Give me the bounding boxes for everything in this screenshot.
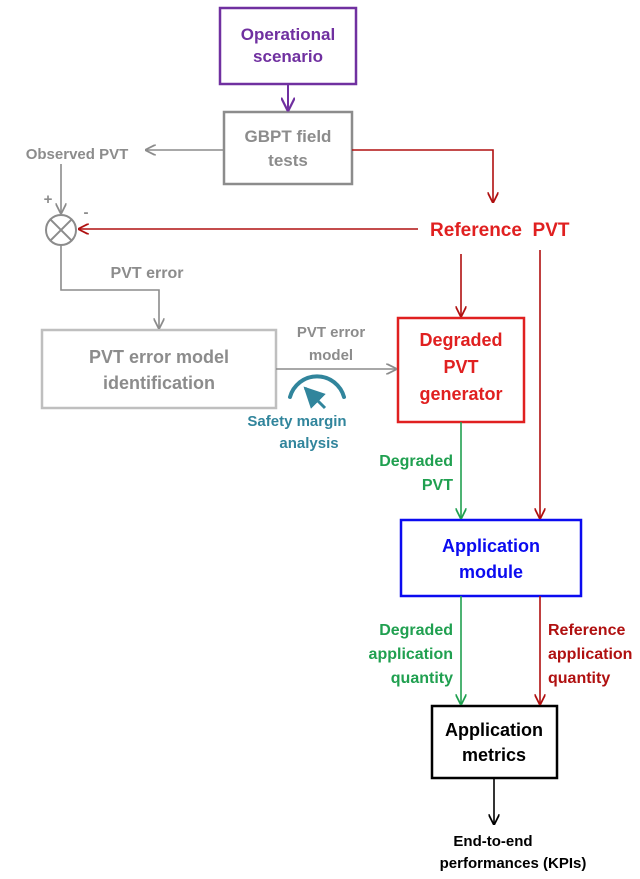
application-metrics-line2: metrics	[462, 745, 526, 765]
minus-sign: -	[84, 204, 89, 221]
observed-pvt-label: Observed PVT	[26, 146, 129, 163]
pvt-error-model-label-line2: model	[309, 347, 353, 364]
degraded-pvt-label-line2: PVT	[422, 477, 453, 494]
gbpt-field-tests-line2: tests	[268, 151, 308, 170]
operational-scenario-line1: Operational	[241, 25, 335, 44]
pvt-error-model-label-line1: PVT error	[297, 324, 366, 341]
degraded-quantity-label-line1: Degraded	[379, 622, 453, 639]
reference-quantity-label-line1: Reference	[548, 622, 625, 639]
gbpt-field-tests-line1: GBPT field	[245, 127, 332, 146]
application-metrics-line1: Application	[445, 720, 543, 740]
application-module-line1: Application	[442, 536, 540, 556]
plus-sign: +	[44, 191, 53, 208]
kpis-label-line1: End-to-end	[453, 833, 532, 850]
reference-pvt-label-part1: Reference	[430, 220, 522, 241]
safety-margin-label-line2: analysis	[279, 435, 338, 452]
application-module-box: Application module	[399, 518, 583, 598]
pvt-error-model-identification-box: PVT error model identification	[40, 328, 278, 410]
reference-quantity-label-line2: application	[548, 646, 632, 663]
kpis-label-line2: performances (KPIs)	[440, 855, 587, 872]
degraded-pvt-generator-line2: PVT	[443, 357, 478, 377]
degraded-quantity-label-line3: quantity	[391, 670, 453, 687]
degraded-quantity-label-line2: application	[369, 646, 453, 663]
operational-scenario-box: Operational scenario	[218, 6, 358, 86]
safety-margin-label-line1: Safety margin	[247, 413, 346, 430]
operational-scenario-line2: scenario	[253, 47, 323, 66]
arrow-gbpt-to-reference	[352, 149, 493, 202]
gbpt-field-tests-box: GBPT field tests	[222, 110, 354, 186]
application-module-line2: module	[459, 562, 523, 582]
pvt-error-label: PVT error	[111, 265, 184, 282]
reference-pvt-label-part2: PVT	[533, 220, 570, 241]
degraded-pvt-generator-line3: generator	[419, 384, 502, 404]
degraded-pvt-generator-line1: Degraded	[419, 330, 502, 350]
safety-gauge-icon	[288, 374, 346, 410]
reference-quantity-label-line3: quantity	[548, 670, 610, 687]
pvt-error-model-line1: PVT error model	[89, 347, 229, 367]
application-metrics-box: Application metrics	[430, 704, 559, 780]
summation-node	[45, 214, 77, 246]
pvt-error-model-line2: identification	[103, 373, 215, 393]
degraded-pvt-generator-box: Degraded PVT generator	[396, 316, 526, 424]
arrow-sum-to-model-identification	[60, 245, 159, 328]
degraded-pvt-label-line1: Degraded	[379, 453, 453, 470]
